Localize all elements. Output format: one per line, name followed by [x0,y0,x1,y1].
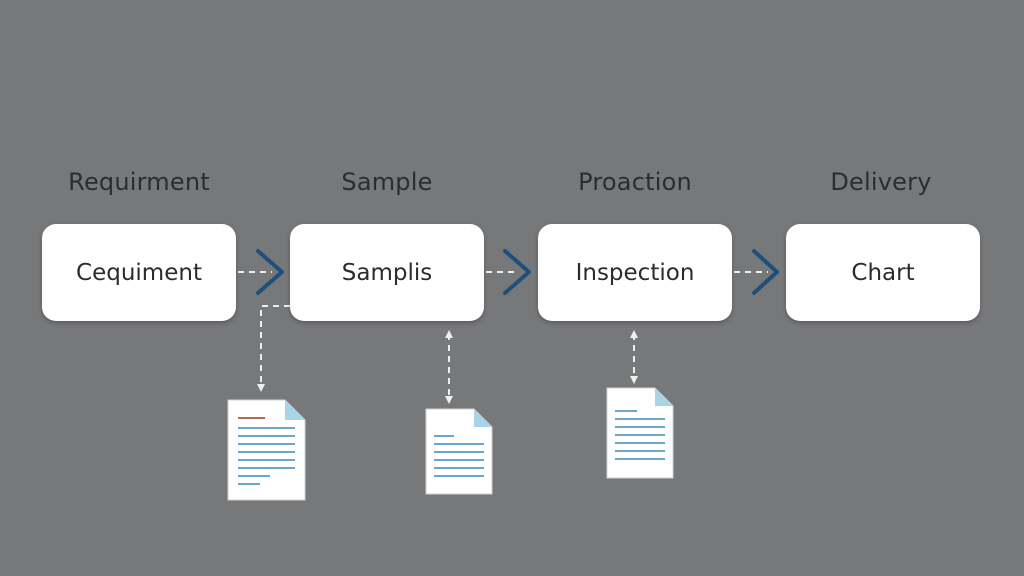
stage-box-2[interactable]: Samplis [290,224,484,321]
stage-title-4: Delivery [830,168,932,196]
document-icon [227,399,306,501]
document-icon [606,387,674,479]
flow-connector-1 [238,249,284,295]
stage-label-1: Cequiment [76,259,202,286]
stage-box-4[interactable]: Chart [786,224,980,321]
chevron-right-icon [503,249,531,295]
stage-title-3: Proaction [578,168,692,196]
stage-label-3: Inspection [575,259,695,286]
stage-title-1: Requirment [68,168,210,196]
stage-title-2: Sample [341,168,433,196]
chevron-right-icon [752,249,779,295]
flow-connector-3 [734,249,779,295]
flow-connector-2 [486,249,531,295]
stage-box-1[interactable]: Cequiment [42,224,236,321]
stage-label-2: Samplis [341,259,433,286]
stage-label-4: Chart [851,259,915,286]
stage-box-3[interactable]: Inspection [538,224,732,321]
document-icon [425,408,493,495]
chevron-right-icon [256,249,284,295]
